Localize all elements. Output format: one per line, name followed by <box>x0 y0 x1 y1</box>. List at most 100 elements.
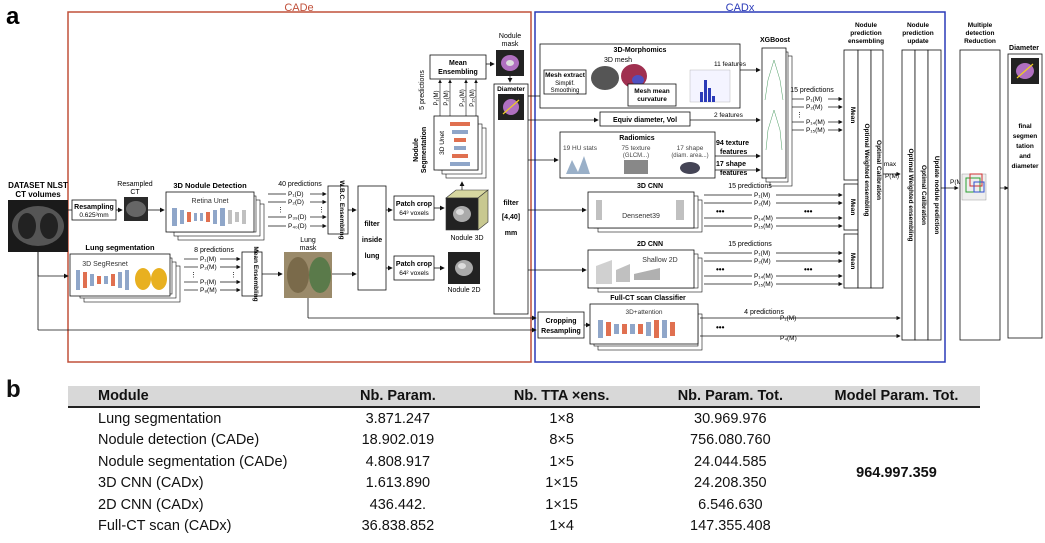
parameters-table-panel: b Module Nb. Param. Nb. TTA ×ens. Nb. Pa… <box>0 378 1045 543</box>
mesh-mean-2: curvature <box>637 96 667 103</box>
nodule-3d-label: Nodule 3D <box>450 235 483 242</box>
xgboost-box <box>761 47 787 179</box>
cnn2d-predictions: 15 predictions <box>728 241 772 248</box>
filter-range-2: [4,40] <box>502 214 520 221</box>
update-nodule-column <box>927 49 942 341</box>
wbc-ensembling-label: W.B.C. Ensembling <box>338 180 345 239</box>
cnn2d-dots-2: ••• <box>804 265 813 274</box>
optimal-calibration-1: Optimal Calibration <box>875 140 882 200</box>
cadx-region <box>534 11 946 363</box>
final-text-4: and <box>1019 153 1031 160</box>
xgboost-label: XGBoost <box>760 37 791 44</box>
header-module: Module <box>68 386 321 408</box>
seg-dots-2: ⋮ <box>230 272 237 279</box>
final-text-3: tation <box>1016 143 1034 150</box>
cnn3d-dots-1: ••• <box>716 207 725 216</box>
retina-unet-label: Retina Unet <box>192 198 229 205</box>
attention-blocks <box>598 320 675 338</box>
patch-crop-3d-label: Patch crop <box>396 201 432 208</box>
four-predictions: 4 predictions <box>744 309 784 316</box>
lung-mask-1: Lung <box>300 237 316 244</box>
hu-stats: 19 HU stats <box>563 145 598 152</box>
cell-nb-tta: 1×8 <box>549 410 574 427</box>
nodule-pred-update-1: Nodule <box>907 22 929 29</box>
cnn2d-title: 2D CNN <box>637 241 663 248</box>
shape-17-1: 17 shape <box>677 145 704 152</box>
det-p2: P₂(D) <box>288 199 304 206</box>
seg-p2: P₂(M) <box>200 264 217 271</box>
mean-label-2: Mean <box>849 199 856 216</box>
smoothing-label: Smoothing <box>551 88 580 94</box>
resampling2-label: Resampling <box>541 328 581 335</box>
det-p39: P₃₉(D) <box>288 214 307 221</box>
pm-label-1: P(M) <box>885 173 899 180</box>
cell-module: Nodule segmentation (CADe) <box>98 453 288 470</box>
equiv-diameter-box <box>599 111 691 127</box>
multi-det-3: Reduction <box>964 38 996 45</box>
filter-range-3: mm <box>505 230 517 237</box>
cell-module: Nodule detection (CADe) <box>98 432 260 449</box>
mesh-mean-1: Mesh mean <box>634 88 669 95</box>
seg-dots-1: ⋮ <box>190 272 197 279</box>
xgboost-trees <box>764 59 784 151</box>
morphomics-title: 3D-Morphomics <box>614 47 667 54</box>
resampled-ct-2: CT <box>130 189 140 196</box>
cade-region <box>67 11 532 363</box>
input-label-1: DATASET NLST <box>8 181 68 190</box>
unet-3d-label: 3D Unet <box>439 131 446 155</box>
cell-nb-tta: 1×4 <box>549 518 574 535</box>
densenet-label: Densenet39 <box>622 213 660 220</box>
fullct-title: Full-CT scan Classifier <box>610 295 686 302</box>
simplif-label: Simplif. <box>555 81 575 87</box>
final-text-2: segmen <box>1013 133 1038 140</box>
seg-p8: P₈(M) <box>200 287 217 294</box>
cnn3d-dots-2: ••• <box>804 207 813 216</box>
cnn3d-predictions: 15 predictions <box>728 183 772 190</box>
mean-label-3: Mean <box>849 253 856 270</box>
texture-image <box>624 160 648 174</box>
filter-inside-2: inside <box>362 237 382 244</box>
patch-crop-2d-box <box>393 255 435 281</box>
equiv-diameter-label: Equiv diameter, Vol <box>613 117 677 124</box>
multi-det-1: Multiple <box>968 22 993 29</box>
radiomics-title: Radiomics <box>619 135 655 142</box>
shape-17-2: (diam. area...) <box>671 153 708 159</box>
lung-mask-2: mask <box>300 245 317 252</box>
shape-features-2: features <box>720 170 747 177</box>
texture-75-2: (GLCM...) <box>623 153 649 159</box>
mean-ensembling-nodule-box <box>429 54 487 80</box>
seg-p1m-label: P₁(M) <box>434 90 440 105</box>
cell-nb-param: 3.871.247 <box>365 410 431 427</box>
cnn2d-p1: P₁(M) <box>754 250 770 257</box>
cnn3d-p15: P₁₅(M) <box>754 223 773 230</box>
cnn2d-dots-1: ••• <box>716 265 725 274</box>
cell-nb-tta: 8×5 <box>549 432 574 449</box>
nodule-seg-label-1: Nodule <box>413 138 420 162</box>
cade-title: CADe <box>284 2 313 14</box>
patch-crop-2d-label: Patch crop <box>396 261 432 268</box>
cell-nb-param-tot: 6.546.630 <box>698 496 763 513</box>
cnn2d-p15: P₁₅(M) <box>754 281 773 288</box>
update-nodule-prediction: Update nodule prediction <box>933 156 940 234</box>
table-row: Nodule segmentation (CADe) 4.808.917 1×5… <box>68 451 980 473</box>
diameter-label: Diameter <box>497 86 525 93</box>
filter-inside-1: filter <box>364 221 379 228</box>
filter-range-1: filter <box>503 200 518 207</box>
mesh-mean-box <box>627 83 677 107</box>
texture-94-2: features <box>720 149 747 156</box>
mesh-3d-graphic <box>591 64 647 90</box>
det-dots-2: ⋮ <box>318 207 325 214</box>
nodule-pred-update-2: prediction <box>902 30 933 37</box>
cnn3d-title: 3D CNN <box>637 183 663 190</box>
optimal-calibration-column-1 <box>870 49 884 289</box>
two-features: 2 features <box>714 112 744 119</box>
table-row: Nodule detection (CADe) 18.902.019 8×5 7… <box>68 430 980 452</box>
shallow2d-label: Shallow 2D <box>642 257 677 264</box>
lung-seg-title: Lung segmentation <box>85 243 155 252</box>
nodule-mask-1: Nodule <box>499 33 521 40</box>
seg-p14m-label: P₁₄(M) <box>460 89 466 106</box>
cell-nb-param-tot: 756.080.760 <box>690 432 771 449</box>
cropping-box <box>537 311 585 339</box>
pipeline-diagram: a CADe CADx DATASET NLST CT volumes Resa… <box>6 2 1043 363</box>
cell-module: 3D CNN (CADx) <box>98 475 204 492</box>
